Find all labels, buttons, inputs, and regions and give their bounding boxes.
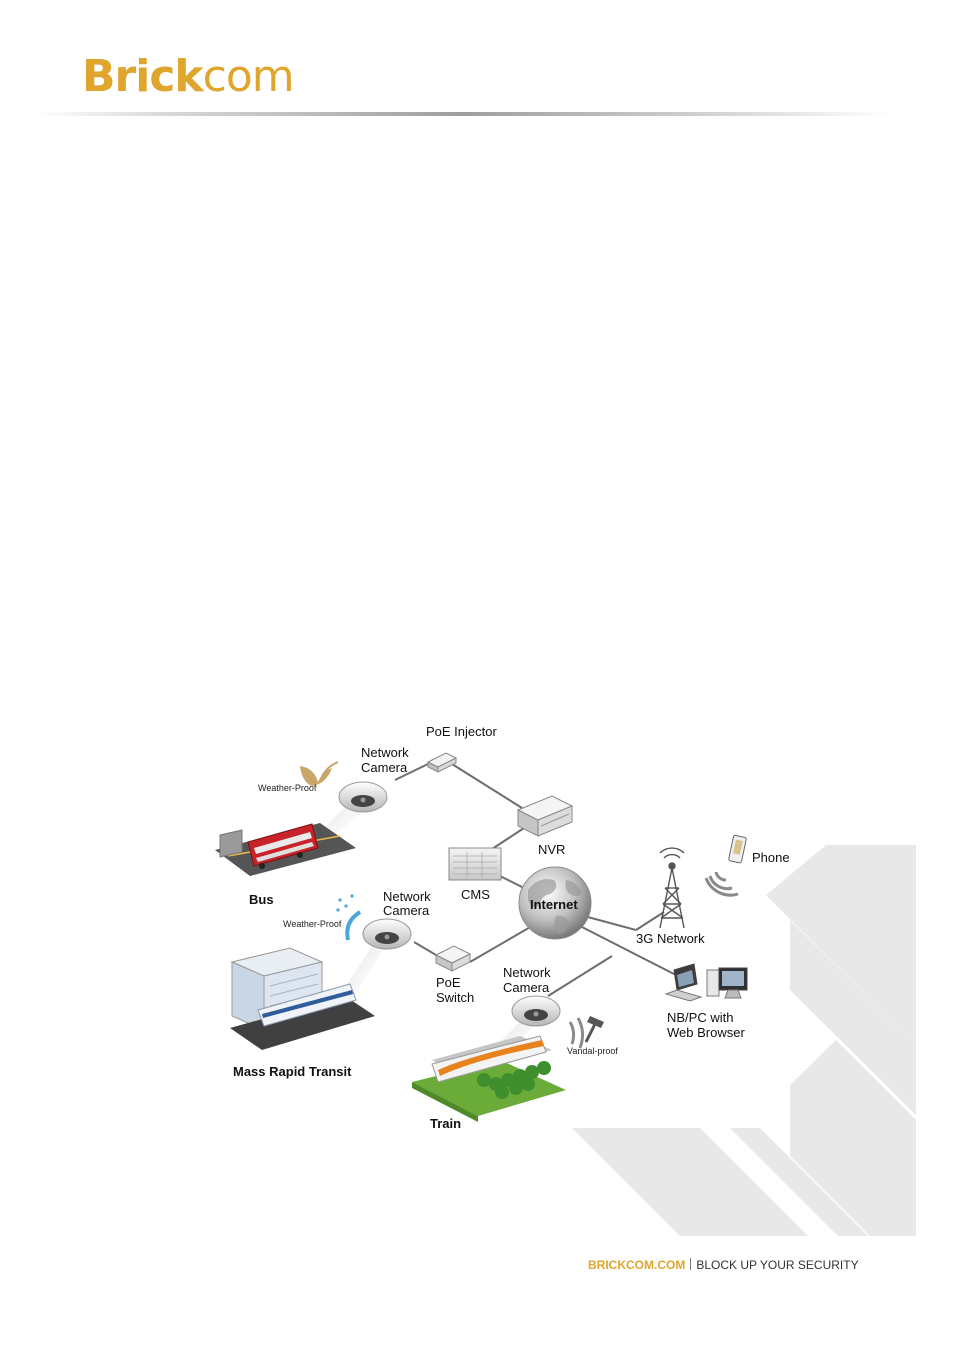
watermark-shapes [572, 845, 916, 1236]
desktop-icon [706, 967, 748, 999]
cms-icon [448, 847, 502, 881]
weather-proof-icon [336, 894, 362, 941]
network-camera-3-label-line2: Camera [503, 980, 550, 995]
network-cables [394, 763, 677, 997]
weather-proof-icon [300, 761, 339, 786]
footer-slogan: BLOCK UP YOUR SECURITY [696, 1258, 859, 1272]
logo-light-text: com [202, 51, 295, 102]
network-camera-1-label-line1: Network [361, 745, 409, 760]
bullet-train-icon [412, 1035, 566, 1122]
header-rule [35, 112, 890, 116]
phone-icon [704, 834, 747, 897]
internet-label: Internet [530, 897, 578, 912]
metro-train-icon [230, 947, 375, 1050]
network-camera-3-label-line1: Network [503, 965, 551, 980]
poe-injector-label: PoE Injector [426, 724, 497, 739]
cell-tower-icon [659, 847, 685, 929]
vandal-proof-icon [568, 1016, 604, 1049]
network-camera-2-label-line1: Network [383, 889, 431, 904]
poe-injector-icon [426, 752, 458, 773]
weather-proof-2-label: Weather-Proof [283, 919, 342, 929]
poe-switch-label-line1: PoE [436, 975, 461, 990]
globe-icon [518, 866, 592, 940]
poe-switch-icon [434, 945, 472, 972]
bus-label: Bus [249, 892, 274, 907]
network-camera-2-label-line2: Camera [383, 903, 430, 918]
bus-icon [215, 823, 356, 876]
train-label: Train [430, 1116, 462, 1131]
vandal-proof-label: Vandal-proof [567, 1046, 618, 1056]
nbpc-label-line2: Web Browser [667, 1025, 745, 1040]
nbpc-label-line1: NB/PC with [667, 1010, 734, 1025]
network-camera-1-label-line2: Camera [361, 760, 408, 775]
brickcom-logo: Brickcom [82, 55, 295, 99]
3g-network-label: 3G Network [636, 931, 705, 946]
phone-label: Phone [752, 850, 790, 865]
nvr-icon [516, 795, 574, 837]
footer: BRICKCOM.COM BLOCK UP YOUR SECURITY [588, 1258, 859, 1272]
laptop-icon [664, 963, 703, 1002]
nvr-label: NVR [538, 842, 566, 857]
poe-switch-label-line2: Switch [436, 990, 475, 1005]
mass-rapid-transit-label: Mass Rapid Transit [233, 1064, 352, 1079]
cms-label: CMS [461, 887, 490, 902]
weather-proof-1-label: Weather-Proof [258, 783, 317, 793]
logo-bold-text: Brick [82, 51, 204, 102]
footer-brand: BRICKCOM.COM [588, 1258, 686, 1272]
footer-divider [690, 1258, 692, 1270]
